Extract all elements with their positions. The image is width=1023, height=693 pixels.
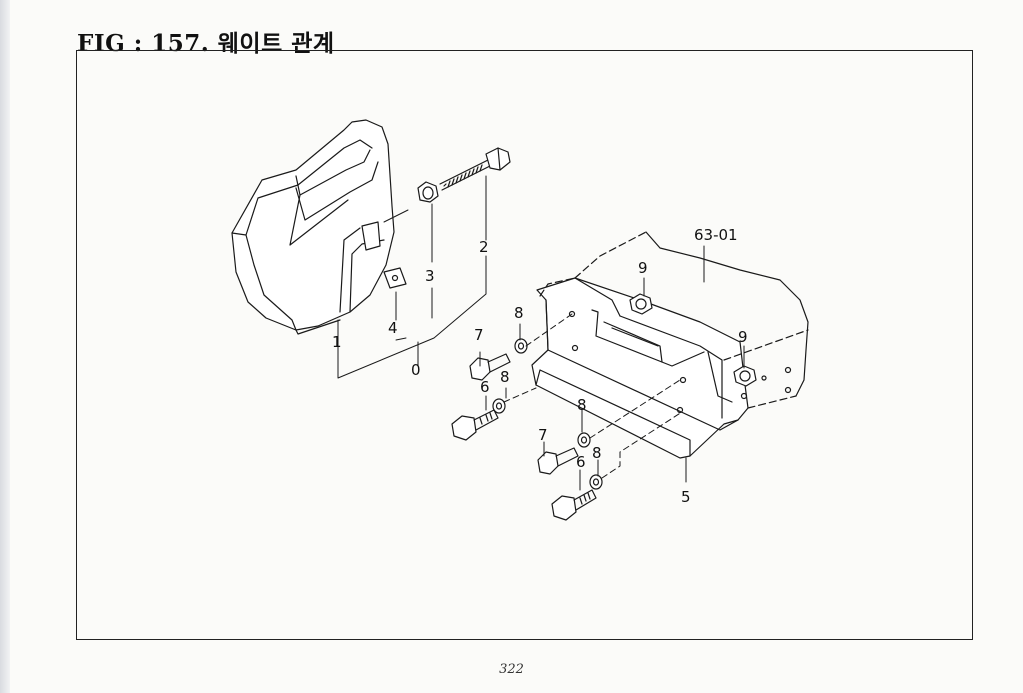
callout-8c: 8 — [577, 396, 587, 414]
part-frame-63-01 — [539, 231, 809, 409]
callout-9b: 9 — [738, 328, 748, 346]
callout-7a: 7 — [474, 326, 484, 344]
callout-6b: 6 — [576, 453, 586, 471]
callout-0: 0 — [411, 361, 421, 379]
callout-63-01: 63-01 — [694, 226, 738, 244]
callout-2: 2 — [479, 238, 489, 256]
part-bracket — [531, 277, 749, 459]
part-washer-8 — [492, 338, 603, 490]
diagram-frame — [76, 50, 973, 640]
part-nut-3 — [417, 181, 439, 203]
callout-8d: 8 — [592, 444, 602, 462]
part-square-washer — [383, 267, 407, 289]
scan-edge — [0, 0, 10, 693]
callout-9a: 9 — [638, 259, 648, 277]
part-weight — [231, 119, 395, 335]
callout-8b: 8 — [500, 368, 510, 386]
callout-8a: 8 — [514, 304, 524, 322]
callout-1: 1 — [332, 333, 342, 351]
part-long-bolt — [439, 147, 511, 191]
callout-4: 4 — [388, 319, 398, 337]
part-nut-9-top — [629, 293, 653, 315]
part-bolt-6 — [451, 409, 597, 521]
callout-7b: 7 — [538, 426, 548, 444]
page-number: 322 — [499, 662, 524, 677]
callout-6a: 6 — [480, 378, 490, 396]
callout-5: 5 — [681, 488, 691, 506]
figure-title: FIG : 157. 웨이트 관계 — [77, 30, 335, 57]
callout-labels: 0 1 2 3 4 5 6 6 7 7 8 8 8 8 9 9 63-01 — [332, 226, 748, 506]
part-bolt-7 — [469, 353, 579, 475]
callout-3: 3 — [425, 267, 435, 285]
leader-lines — [337, 175, 745, 491]
